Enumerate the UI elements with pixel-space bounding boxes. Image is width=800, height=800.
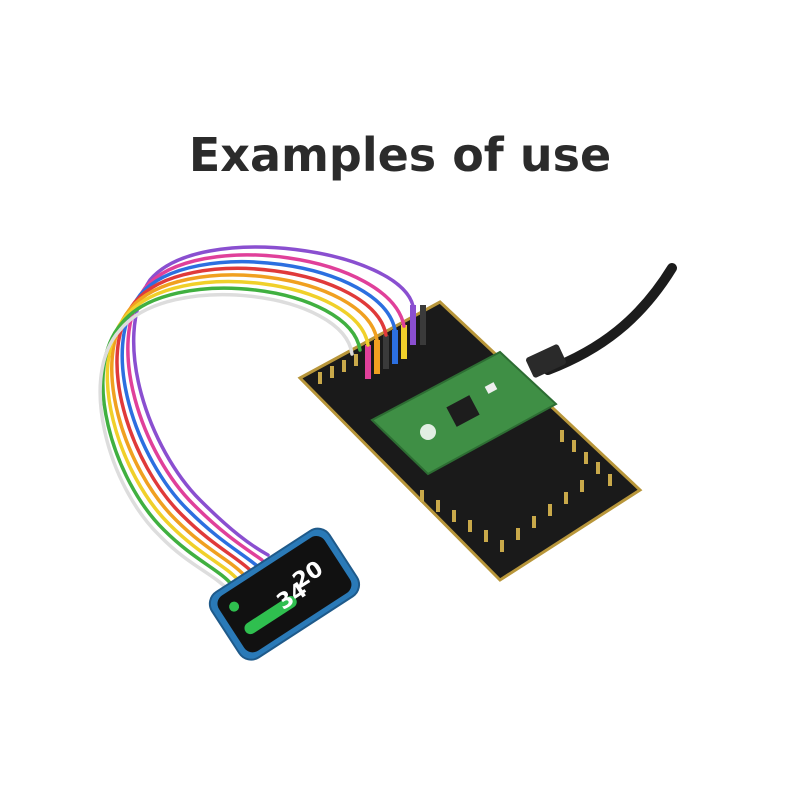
ribbon-wires [98, 245, 415, 592]
bootsel-button [484, 382, 498, 394]
page-title: Examples of use [188, 128, 612, 182]
alarm-icon [229, 601, 240, 612]
lcd-module [208, 527, 361, 661]
pico-chip [446, 395, 480, 427]
pin-row-right [420, 430, 612, 552]
usb-plug [526, 344, 566, 378]
usb-cable [543, 263, 677, 375]
jumper-connectors [365, 305, 426, 379]
status-pill [244, 596, 297, 635]
raspberry-logo-icon [420, 424, 436, 440]
header-pins [318, 348, 612, 552]
